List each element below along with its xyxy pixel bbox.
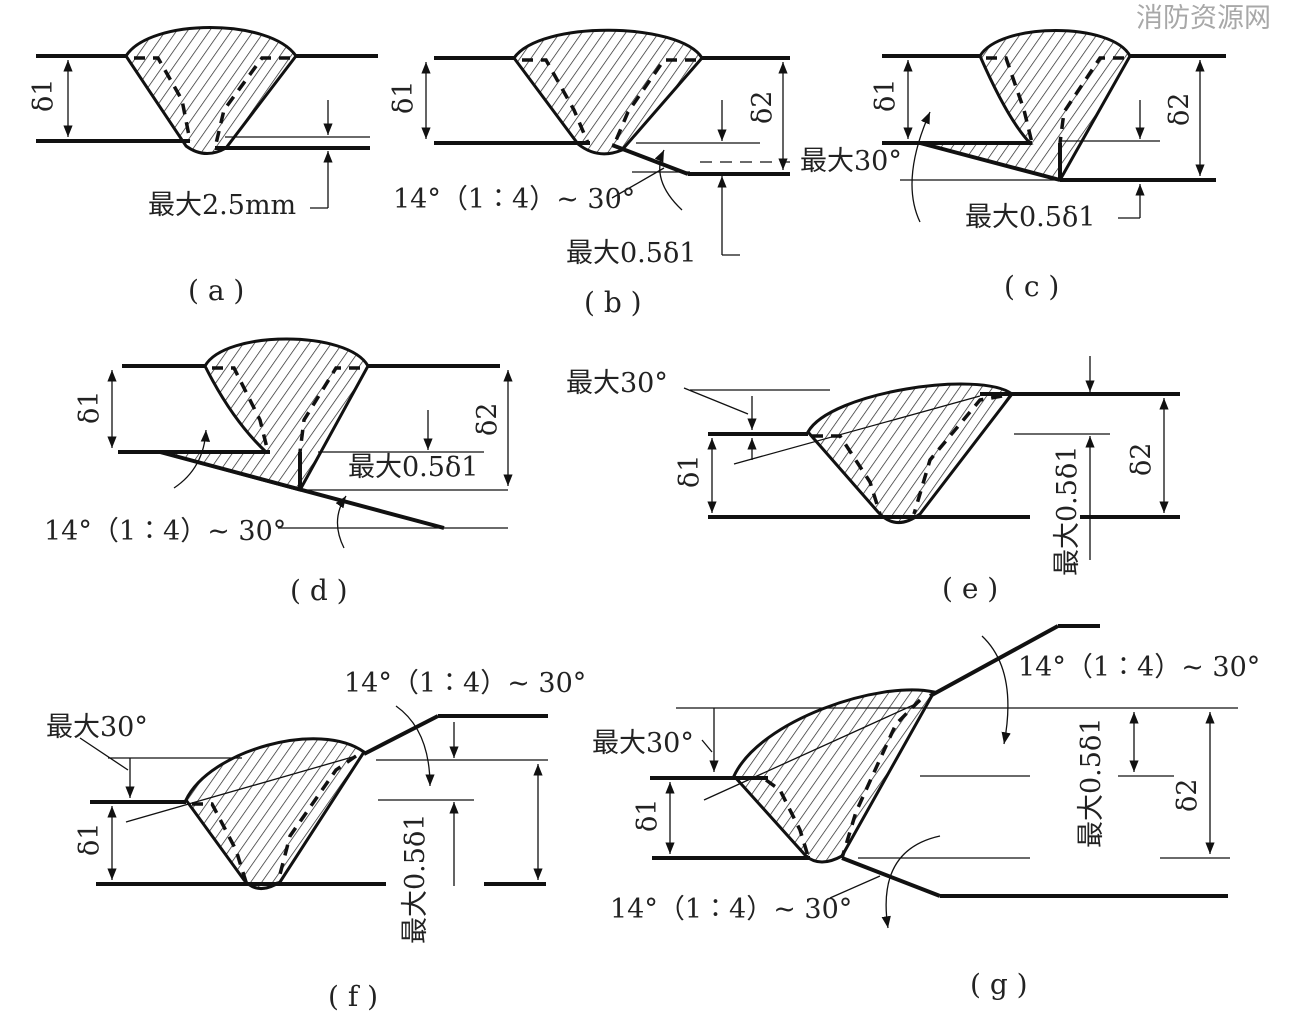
label-max05-g: 最大0.5δ1 xyxy=(1076,718,1107,848)
angle-arc-f xyxy=(395,705,435,787)
caption-g: ( g ) xyxy=(970,968,1028,1001)
label-angle-g-top: 14°（1∶4）~ 30° xyxy=(1018,652,1260,683)
weld-bead-e xyxy=(806,382,1015,524)
caption-a: ( a ) xyxy=(188,274,244,307)
angle-arc-b xyxy=(654,149,683,211)
plate-slope-c xyxy=(919,141,1061,182)
caption-c: ( c ) xyxy=(1004,270,1059,303)
label-max05-f: 最大0.5δ1 xyxy=(400,814,431,944)
label-max05-c: 最大0.5δ1 xyxy=(965,202,1095,233)
weld-bead-c xyxy=(919,29,1132,182)
groove-left-g xyxy=(764,778,810,857)
weld-toe-line-e xyxy=(733,395,981,465)
label-delta1-f: δ1 xyxy=(74,823,105,856)
groove-left-b xyxy=(522,58,590,144)
label-max30-g: 最大30° xyxy=(592,728,694,759)
angle-arc-g-top xyxy=(981,635,1011,745)
label-delta1-c: δ1 xyxy=(870,79,901,112)
groove-right-c xyxy=(1058,56,1124,144)
angle-arc-d2 xyxy=(173,429,211,489)
groove-right-b xyxy=(612,58,696,146)
weld-toe-line-f xyxy=(125,755,357,823)
angle-arc-d xyxy=(335,495,347,549)
watermark-text: 消防资源网 xyxy=(1136,3,1271,34)
angle-arc-g-bottom xyxy=(881,835,941,929)
groove-left-a xyxy=(134,56,192,142)
groove-right-d xyxy=(298,366,360,453)
angle-arc-c xyxy=(911,111,931,223)
panel-a: δ1 最大2.5mm ( a ) xyxy=(28,26,378,307)
panel-b: δ1 δ2 14°（1∶4）~ 30° 最大30° 最大0.5δ1 ( b ) xyxy=(388,28,902,319)
label-max30-b: 最大30° xyxy=(800,146,902,177)
leader-g-angle-bottom xyxy=(829,875,881,899)
label-max30-f: 最大30° xyxy=(46,712,148,743)
groove-right-f xyxy=(276,754,358,883)
panel-f: 14°（1∶4）~ 30° 最大30° δ1 最大0.5δ1 ( f ) xyxy=(46,668,586,1013)
label-max05-e: 最大0.5δ1 xyxy=(1052,446,1083,576)
label-delta2-g: δ2 xyxy=(1172,779,1203,812)
plate-slope-bottom-g xyxy=(841,856,941,898)
caption-d: ( d ) xyxy=(290,574,348,607)
caption-f: ( f ) xyxy=(328,980,378,1013)
label-max05-b: 最大0.5δ1 xyxy=(566,238,696,269)
panel-c: δ1 δ2 最大0.5δ1 ( c ) xyxy=(870,29,1226,303)
groove-right-g xyxy=(840,698,922,859)
groove-left-d xyxy=(212,366,270,453)
label-angle-d: 14°（1∶4）~ 30° xyxy=(44,516,286,547)
leader-e-30 xyxy=(683,387,749,415)
groove-right-a xyxy=(213,56,290,149)
label-delta1-g: δ1 xyxy=(632,799,663,832)
label-max-a: 最大2.5mm xyxy=(148,190,296,221)
plate-slope-f xyxy=(363,714,439,756)
plate-slope-top-g xyxy=(929,624,1059,698)
caption-e: ( e ) xyxy=(942,572,998,605)
label-angle-g-bottom: 14°（1∶4）~ 30° xyxy=(610,894,852,925)
panel-d: δ1 δ2 最大0.5δ1 14°（1∶4）~ 30° ( d ) xyxy=(44,337,513,607)
label-delta1-b: δ1 xyxy=(388,81,419,114)
panel-g: 14°（1∶4）~ 30° 最大30° δ1 δ2 最大0.5δ1 14°（1∶… xyxy=(592,624,1260,1001)
leader-b-angle xyxy=(611,167,665,199)
caption-b: ( b ) xyxy=(584,286,642,319)
label-delta2-b: δ2 xyxy=(747,91,778,124)
weld-bead-b xyxy=(512,28,704,156)
groove-right-e xyxy=(912,394,1003,515)
weld-bead-a xyxy=(124,26,298,155)
groove-left-c xyxy=(986,56,1034,144)
label-delta2-d: δ2 xyxy=(472,403,503,436)
panel-e: 最大30° δ1 δ2 最大0.5δ1 ( e ) xyxy=(566,356,1180,605)
label-delta1-d: δ1 xyxy=(74,391,105,424)
weld-bead-f xyxy=(184,737,367,890)
label-delta1-e: δ1 xyxy=(674,455,705,488)
weld-bead-d xyxy=(159,337,370,492)
label-angle-b: 14°（1∶4）~ 30° xyxy=(393,184,635,215)
label-delta2-c: δ2 xyxy=(1164,93,1195,126)
groove-left-f xyxy=(192,802,248,883)
label-max30-e: 最大30° xyxy=(566,368,668,399)
label-delta2-e: δ2 xyxy=(1126,443,1157,476)
weld-bead-g xyxy=(732,688,937,864)
leader-g-30 xyxy=(701,739,713,753)
groove-left-e xyxy=(812,434,882,515)
label-max05-d: 最大0.5δ1 xyxy=(348,452,478,483)
label-delta1-a: δ1 xyxy=(28,79,59,112)
plate-bottom-slope-b xyxy=(611,143,689,176)
label-angle-f: 14°（1∶4）~ 30° xyxy=(344,668,586,699)
leader-f-30 xyxy=(79,737,129,771)
weld-toe-line-g xyxy=(703,701,921,801)
